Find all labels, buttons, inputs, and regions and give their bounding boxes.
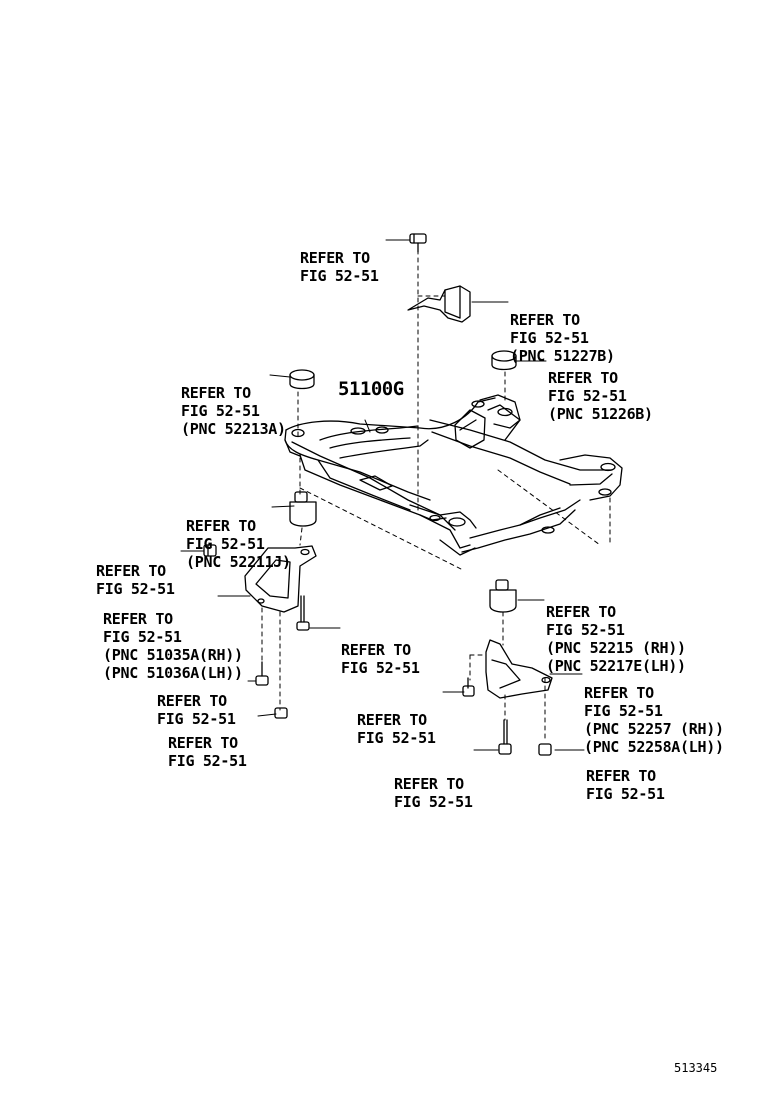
front-brace-icon bbox=[244, 545, 317, 613]
crossmember-frame bbox=[284, 394, 623, 556]
bolt-front-long-icon bbox=[296, 595, 310, 631]
leader-lines bbox=[180, 239, 585, 751]
nut-rear-lower-icon bbox=[538, 743, 552, 756]
cushion-front-upper-icon bbox=[289, 369, 315, 390]
bolt-front-short-icon bbox=[255, 661, 269, 686]
cushion-rear-upper-icon bbox=[491, 350, 517, 371]
nut-left-icon bbox=[203, 544, 217, 557]
bolt-rear-short-icon bbox=[462, 677, 475, 697]
main-part-number: 51100G bbox=[338, 378, 404, 400]
cushion-front-lower-icon bbox=[289, 491, 317, 527]
top-bolt-icon bbox=[409, 233, 427, 253]
cushion-rear-lower-icon bbox=[489, 579, 517, 613]
stopper-bracket-icon bbox=[407, 285, 471, 323]
bolt-rear-long-icon bbox=[498, 719, 512, 755]
rear-brace-icon bbox=[485, 639, 553, 699]
figure-number: 513345 bbox=[674, 1061, 718, 1075]
nut-front-lower-icon bbox=[274, 707, 288, 719]
dashed-guide-lines bbox=[261, 249, 611, 743]
